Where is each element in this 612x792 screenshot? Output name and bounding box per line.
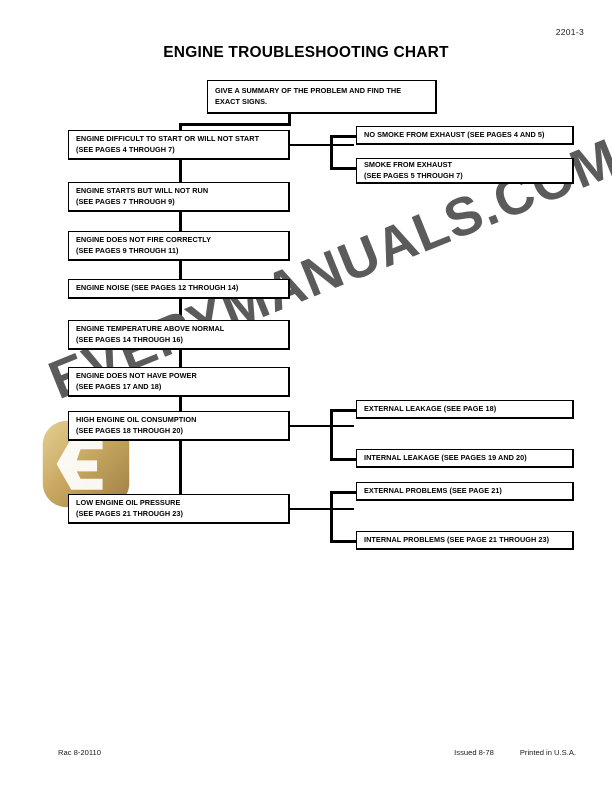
node-label: INTERNAL PROBLEMS (SEE PAGE 21 THROUGH 2… bbox=[364, 534, 550, 544]
node-label: GIVE A SUMMARY OF THE PROBLEM AND FIND T… bbox=[215, 86, 402, 106]
node-label: ENGINE TEMPERATURE ABOVE NORMAL (SEE PAG… bbox=[76, 324, 225, 344]
node-no-power[interactable]: ENGINE DOES NOT HAVE POWER (SEE PAGES 17… bbox=[68, 367, 290, 397]
node-external-leakage[interactable]: EXTERNAL LEAKAGE (SEE PAGE 18) bbox=[356, 400, 574, 419]
connector-branch1-top bbox=[330, 135, 358, 138]
connector-branch1-out bbox=[290, 143, 354, 147]
node-summary[interactable]: GIVE A SUMMARY OF THE PROBLEM AND FIND T… bbox=[207, 80, 437, 114]
connector-branch3-bottom bbox=[330, 540, 358, 543]
node-engine-noise[interactable]: ENGINE NOISE (SEE PAGES 12 THROUGH 14) bbox=[68, 279, 290, 299]
connector-branch2-out bbox=[290, 424, 354, 428]
node-high-oil-consumption[interactable]: HIGH ENGINE OIL CONSUMPTION (SEE PAGES 1… bbox=[68, 411, 290, 441]
connector-branch3-out bbox=[290, 507, 354, 511]
node-label: ENGINE STARTS BUT WILL NOT RUN (SEE PAGE… bbox=[76, 186, 209, 206]
connector-branch3-riser bbox=[330, 491, 333, 543]
connector-branch3-top bbox=[330, 491, 358, 494]
connector-summary-to-spine bbox=[179, 123, 291, 126]
node-label: EXTERNAL PROBLEMS (SEE PAGE 21) bbox=[364, 485, 502, 495]
node-temperature-high[interactable]: ENGINE TEMPERATURE ABOVE NORMAL (SEE PAG… bbox=[68, 320, 290, 350]
node-label: SMOKE FROM EXHAUST (SEE PAGES 5 THROUGH … bbox=[364, 160, 463, 180]
page-title: ENGINE TROUBLESHOOTING CHART bbox=[163, 44, 449, 61]
connector-branch2-riser bbox=[330, 409, 333, 461]
node-label: ENGINE DIFFICULT TO START OR WILL NOT ST… bbox=[76, 134, 260, 154]
node-label: NO SMOKE FROM EXHAUST (SEE PAGES 4 AND 5… bbox=[364, 129, 545, 139]
node-smoke[interactable]: SMOKE FROM EXHAUST (SEE PAGES 5 THROUGH … bbox=[356, 158, 574, 184]
connector-branch1-riser bbox=[330, 135, 333, 170]
connector-summary-down bbox=[288, 114, 291, 126]
node-label: INTERNAL LEAKAGE (SEE PAGES 19 AND 20) bbox=[364, 452, 527, 462]
footer-issued: Issued 8-78 bbox=[454, 748, 494, 757]
node-label: ENGINE DOES NOT HAVE POWER (SEE PAGES 17… bbox=[76, 371, 197, 391]
node-difficult-start[interactable]: ENGINE DIFFICULT TO START OR WILL NOT ST… bbox=[68, 130, 290, 160]
connector-spine bbox=[179, 123, 182, 510]
node-internal-problems[interactable]: INTERNAL PROBLEMS (SEE PAGE 21 THROUGH 2… bbox=[356, 531, 574, 550]
node-label: ENGINE NOISE (SEE PAGES 12 THROUGH 14) bbox=[76, 283, 239, 293]
node-starts-not-run[interactable]: ENGINE STARTS BUT WILL NOT RUN (SEE PAGE… bbox=[68, 182, 290, 212]
connector-branch2-top bbox=[330, 409, 358, 412]
page-number: 2201-3 bbox=[555, 27, 584, 37]
node-low-oil-pressure[interactable]: LOW ENGINE OIL PRESSURE (SEE PAGES 21 TH… bbox=[68, 494, 290, 524]
footer-part-number: Rac 8-20110 bbox=[58, 748, 101, 757]
node-label: EXTERNAL LEAKAGE (SEE PAGE 18) bbox=[364, 403, 497, 413]
node-external-problems[interactable]: EXTERNAL PROBLEMS (SEE PAGE 21) bbox=[356, 482, 574, 501]
node-label: ENGINE DOES NOT FIRE CORRECTLY (SEE PAGE… bbox=[76, 235, 212, 255]
footer-right-group: Issued 8-78 Printed in U.S.A. bbox=[454, 748, 576, 757]
connector-branch2-bottom bbox=[330, 458, 358, 461]
page-footer: Rac 8-20110 Issued 8-78 Printed in U.S.A… bbox=[58, 748, 576, 757]
node-not-fire-correctly[interactable]: ENGINE DOES NOT FIRE CORRECTLY (SEE PAGE… bbox=[68, 231, 290, 261]
footer-printed: Printed in U.S.A. bbox=[519, 748, 576, 757]
node-no-smoke[interactable]: NO SMOKE FROM EXHAUST (SEE PAGES 4 AND 5… bbox=[356, 126, 574, 145]
node-label: HIGH ENGINE OIL CONSUMPTION (SEE PAGES 1… bbox=[76, 415, 197, 435]
connector-branch1-bottom bbox=[330, 167, 358, 170]
node-internal-leakage[interactable]: INTERNAL LEAKAGE (SEE PAGES 19 AND 20) bbox=[356, 449, 574, 468]
node-label: LOW ENGINE OIL PRESSURE (SEE PAGES 21 TH… bbox=[76, 498, 183, 518]
